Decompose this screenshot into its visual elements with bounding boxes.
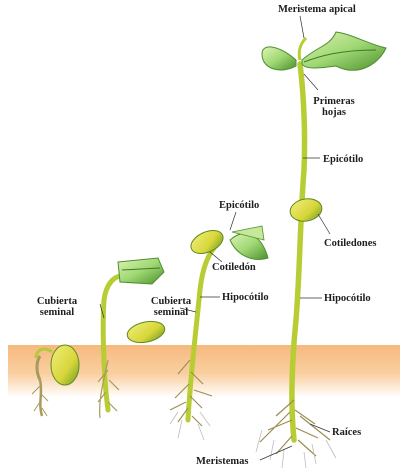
label-meristemas: Meristemas [196, 456, 248, 467]
label-cubierta-1-line1: Cubierta [32, 296, 82, 307]
label-cubierta-1-line2: seminal [32, 307, 82, 318]
label-cubierta-2-line1: Cubierta [145, 296, 197, 307]
stage-1-seed [32, 345, 79, 416]
label-meristema-apical: Meristema apical [278, 4, 356, 15]
label-cubierta-2-line2: seminal [145, 307, 197, 318]
label-cotiledones: Cotiledones [324, 238, 377, 249]
label-raices: Raíces [332, 427, 361, 438]
label-primeras-line1: Primeras [306, 96, 362, 107]
label-epicotilo-stage4: Epicótilo [323, 154, 363, 165]
label-cotiledon: Cotiledón [212, 262, 256, 273]
label-epicotilo-stage3: Epicótilo [219, 200, 259, 211]
label-hipocotilo-stage3: Hipocótilo [222, 292, 269, 303]
stage-3-seedling [170, 226, 268, 440]
label-primeras-hojas: Primeras hojas [306, 96, 362, 118]
label-cubierta-seminal-stage3: Cubierta seminal [145, 296, 197, 318]
label-primeras-line2: hojas [306, 107, 362, 118]
label-cubierta-seminal-stage2: Cubierta seminal [32, 296, 82, 318]
label-hipocotilo-stage4: Hipocótilo [324, 293, 371, 304]
